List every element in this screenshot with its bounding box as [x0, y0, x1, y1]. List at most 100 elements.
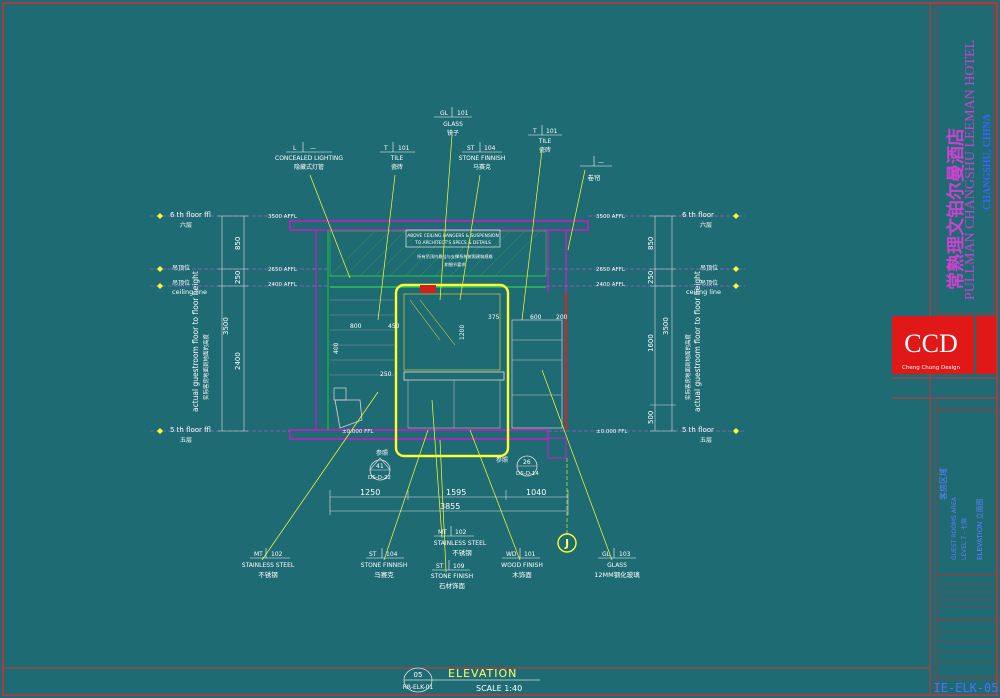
dim-bottom-3855: 3855: [440, 502, 460, 511]
slab-step: [547, 437, 567, 459]
level-left-3-cn: 五层: [180, 437, 192, 444]
dim-inner-1200: 1200: [459, 325, 466, 340]
tag-bottom-4-cn: 木饰面: [512, 570, 532, 579]
section-ref-41-num: 41: [376, 463, 384, 470]
tag-top-1-code: T: [383, 145, 388, 152]
tag-bottom-4-code: WD: [506, 551, 517, 558]
mirror-glass: [403, 293, 501, 371]
tag-top-0-en: CONCEALED LIGHTING: [275, 155, 343, 162]
level-right-3-en: 5 th floor: [682, 426, 714, 434]
revision-table: [940, 584, 994, 663]
tag-top-4-en: TILE: [538, 138, 552, 145]
tag-top-4-code: T: [532, 128, 537, 135]
tag-top-3-code: ST: [467, 145, 475, 152]
dim-right-250: 250: [647, 271, 655, 284]
tag-top-3-en: STONE FINNISH: [459, 155, 506, 162]
sheet-title-label: ELEVATION 立面图: [975, 498, 984, 560]
tag-top-3-num: 104: [484, 145, 496, 152]
project-name-en: PULLMAN CHANGSHU LEEMAN HOTEL: [963, 40, 978, 300]
tag-bottom-1-code: ST: [369, 551, 377, 558]
tag-top-4-cn: 瓷砖: [539, 146, 551, 154]
dim-bottom-1250: 1250: [360, 488, 380, 497]
wall-tile-lines: [330, 299, 396, 376]
project-name-cn: 常熟理文铂尔曼酒店: [945, 128, 967, 290]
tag-bottom-2-en: STAINLESS STEEL: [434, 540, 487, 547]
dim-chain-bottom: [329, 490, 569, 515]
dim-inner-800: 800: [350, 323, 362, 330]
shelving-unit: [511, 319, 563, 429]
leaders-top: [309, 134, 586, 321]
title-ref-sheet: RR-ELK-01: [403, 684, 434, 691]
level-code-right-3: ±0.000 FFL: [596, 429, 628, 435]
ccd-logo: CCD: [904, 329, 957, 358]
dim-right-3500: 3500: [662, 317, 670, 335]
tag-bottom-2-code: MT: [438, 529, 447, 536]
tag-bottom-0-num: 102: [271, 551, 283, 558]
dim-bottom-1595: 1595: [446, 488, 466, 497]
level-code-right-2: 2400 AFFL: [596, 282, 626, 288]
level-code-left-0: 3500 AFFL: [268, 214, 298, 220]
level-left-2-en: ceiling line: [172, 288, 207, 296]
level-right-2-cn: 吊顶位: [700, 279, 718, 287]
section-ref-41-sheet: DS-D-22: [368, 475, 391, 481]
tag-bottom-1-cn: 马赛克: [374, 570, 394, 579]
drawing-scale: SCALE 1:40: [476, 684, 522, 693]
level-markers: [157, 213, 739, 434]
tag-top-1-cn: 瓷砖: [391, 163, 403, 171]
area-label-cn: 客房区域: [938, 468, 948, 500]
level-code-left-1: 2650 AFFL: [268, 267, 298, 273]
level-right-0-cn: 六层: [700, 221, 712, 229]
tag-bottom-4-num: 101: [524, 551, 536, 558]
logo-side-box: [976, 316, 996, 374]
level-left-0-cn: 六层: [180, 221, 192, 229]
tag-bottom-1-en: STONE FINNISH: [361, 562, 408, 569]
tag-bottom-3-num: 109: [453, 563, 465, 570]
side-text-right-cn: 实际客房地面到地面的高度: [684, 333, 692, 400]
side-text-left-cn: 实际客房地面到地面的高度: [202, 333, 210, 400]
side-text-left-en: actual guestroom floor to floor height: [191, 271, 200, 412]
level-right-1-cn: 吊顶位: [700, 264, 718, 272]
toilet-tank: [333, 387, 347, 401]
dim-inner-375: 375: [488, 314, 500, 321]
project-location: CHANGSHU, CHINA: [982, 113, 993, 210]
dim-inner-600: 600: [530, 314, 542, 321]
tag-bottom-3-en: STONE FINISH: [431, 573, 473, 580]
tag-top-1-en: TILE: [390, 155, 404, 162]
tag-top-0-code: L: [293, 145, 297, 152]
tag-top-2-code: GL: [440, 110, 449, 117]
tag-top-2: GL 101 GLASS 镜子: [434, 107, 472, 137]
tag-bottom-5-code: GL: [602, 551, 611, 558]
section-ref-26-num: 26: [523, 459, 531, 466]
dim-left-3500: 3500: [222, 317, 230, 335]
tag-top-5: — 卷帘: [580, 156, 612, 182]
tag-bottom-0: MT 102 STAINLESS STEEL 不锈钢: [242, 548, 295, 579]
vanity-top: [403, 371, 505, 381]
slab-top: [289, 220, 589, 231]
mirror-reflection-1: [409, 299, 441, 341]
slab-bottom: [289, 429, 549, 440]
level-code-left-3: ±0.000 FFL: [342, 429, 374, 435]
dim-left-250: 250: [234, 271, 242, 284]
dim-left-2400: 2400: [234, 352, 242, 370]
toilet: [334, 399, 363, 429]
tag-bottom-2: MT 102 STAINLESS STEEL 不锈钢: [434, 526, 487, 557]
tag-top-3: ST 104 STONE FINNISH 马赛克: [459, 142, 506, 171]
tag-bottom-0-cn: 不锈钢: [258, 570, 278, 579]
level-left-3-en: 5 th floor ffl: [170, 426, 211, 434]
tag-bottom-5-num: 103: [619, 551, 631, 558]
dim-chain-left: [218, 215, 248, 432]
area-label-en: GUEST ROOMS AREA: [951, 496, 958, 560]
section-ref-41-label: 参照: [376, 449, 388, 457]
level-right-0-en: 6 th floor: [682, 211, 714, 219]
tag-top-2-cn: 镜子: [447, 129, 459, 137]
light-fixture: [420, 285, 436, 293]
tag-top-5-cn: 卷帘: [588, 173, 602, 182]
tag-top-4: T 101 TILE 瓷砖: [528, 125, 562, 154]
tag-top-4-num: 101: [546, 128, 558, 135]
tag-bottom-1: ST 104 STONE FINNISH 马赛克: [361, 548, 408, 579]
tag-bottom-5-en: GLASS: [607, 562, 627, 569]
tag-bottom-4: WD 101 WOOD FINISH 木饰面: [501, 548, 543, 579]
tag-bottom-5-cn: 12MM钢化玻璃: [594, 570, 640, 579]
